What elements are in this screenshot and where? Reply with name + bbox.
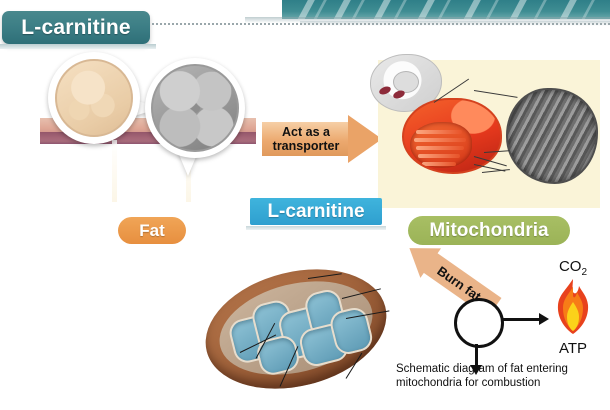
act-as-transporter-arrow: Act as a transporter (262, 115, 382, 163)
transporter-label-line1: Act as a (282, 125, 330, 139)
fat-droplet-closeup (55, 59, 133, 137)
arrow-to-caption (470, 344, 482, 375)
flame-icon (552, 278, 594, 336)
top-decorative-band (282, 0, 610, 19)
fat-cell-magnifier-callout (48, 52, 140, 144)
co2-text: CO (558, 258, 582, 275)
process-node-circle (454, 298, 504, 348)
caption-line1: Schematic diagram of fat entering (396, 363, 568, 375)
label-mitochondria-text: Mitochondria (429, 219, 549, 241)
label-carnitine-underline (246, 226, 386, 230)
mitochondrion-illustration (402, 98, 502, 174)
band-shadow (245, 17, 610, 23)
title-badge-underline (0, 44, 156, 49)
co2-subscript: 2 (581, 267, 588, 278)
label-l-carnitine-text: L-carnitine (267, 200, 365, 222)
adipocyte-micrograph (151, 64, 239, 152)
label-l-carnitine: L-carnitine (250, 198, 382, 225)
page-title: L-carnitine (21, 15, 131, 39)
caption-line2: mitochondria for combustion (396, 377, 541, 389)
header-dotted-divider (152, 23, 610, 25)
callout-pointer-b (178, 152, 198, 176)
arrow-body (262, 122, 350, 156)
mitochondria-image-panel (370, 54, 600, 208)
label-fat: Fat (118, 217, 186, 244)
arrow-head (348, 115, 382, 163)
organelle-shape (392, 89, 406, 100)
label-mitochondria: Mitochondria (408, 216, 570, 245)
page-title-badge: L-carnitine (2, 11, 150, 44)
leader-line (473, 90, 518, 98)
mitochondrial-matrix (410, 122, 472, 168)
leader-line (481, 169, 510, 173)
arrow-to-products (502, 313, 549, 325)
schematic-caption: Schematic diagram of fat entering mitoch… (396, 362, 610, 390)
transporter-label-line2: transporter (272, 139, 340, 153)
label-fat-text: Fat (139, 220, 165, 240)
co2-label: CO2 (542, 258, 604, 278)
combustion-schematic: Burn fat CO2 ATP Schematic diagram of fa… (394, 233, 610, 406)
arrow-label: Act as a transporter (262, 123, 350, 155)
mitochondrion-electron-micrograph (506, 88, 598, 184)
atp-label: ATP (558, 340, 588, 357)
electron-micrograph-callout (145, 58, 245, 158)
fat-cells-layer (40, 140, 256, 202)
septum (112, 140, 117, 202)
mitochondrion-cutaway-illustration (192, 251, 400, 407)
nucleus-shape (393, 71, 419, 93)
organelle-shape (378, 85, 392, 96)
